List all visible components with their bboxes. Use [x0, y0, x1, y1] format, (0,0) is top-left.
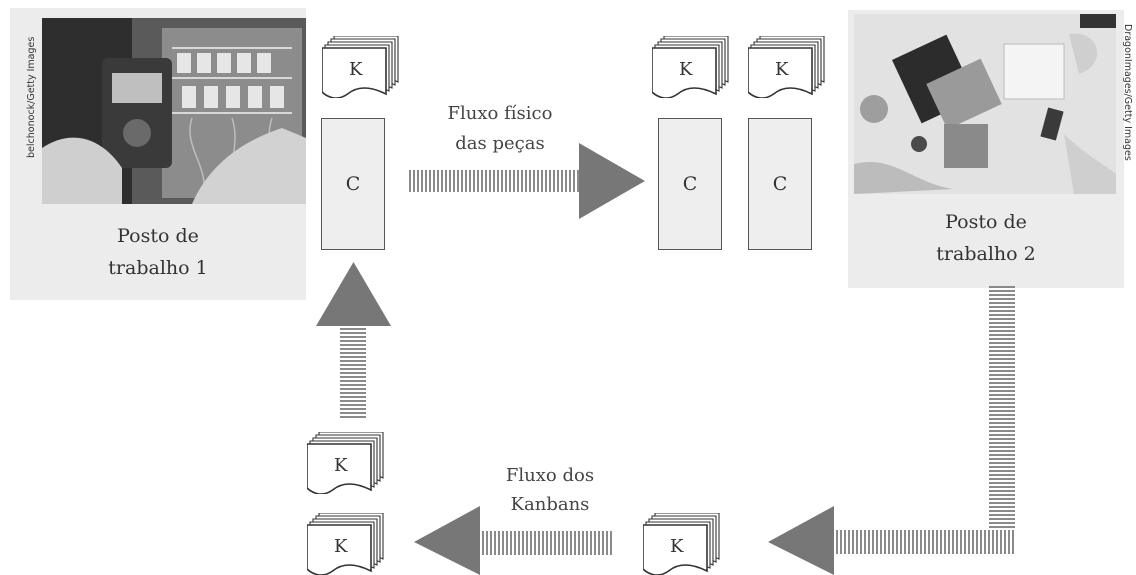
photo-credit-2: DragonImages/Getty Images	[1122, 24, 1133, 161]
kanban-letter: K	[775, 59, 788, 80]
parts-flow-arrow-shaft	[409, 170, 581, 192]
kanban-card-stack: K	[748, 36, 828, 98]
photo-credit-1: belchonock/Getty Images	[26, 37, 37, 158]
parts-flow-label-line1: Fluxo físico	[420, 100, 580, 128]
kanban-flow-arrowhead-right	[768, 506, 834, 575]
workstation-1-label-line2: trabalho 1	[10, 253, 306, 283]
kanban-card-stack: K	[322, 36, 402, 98]
workstation-1-label-line1: Posto de	[10, 221, 306, 251]
kanban-flow-arrowhead-up	[316, 262, 391, 326]
workstation-1-photo	[42, 18, 306, 204]
kanban-letter: K	[679, 59, 692, 80]
kanban-letter: K	[334, 455, 347, 476]
workstation-2-photo	[854, 14, 1116, 194]
kanban-card-stack: K	[307, 513, 387, 575]
kanban-flow-label-line1: Fluxo dos	[480, 462, 620, 490]
kanban-card-stack: K	[307, 432, 387, 494]
kanban-flow-arrowhead-left	[414, 506, 480, 575]
workstation-1-panel: belchonock/Getty Images Posto de trabalh…	[10, 8, 306, 300]
container-letter: C	[749, 173, 811, 195]
parts-flow-arrowhead	[579, 143, 645, 219]
kanban-card-stack: K	[643, 513, 723, 575]
workstation-2-label-line1: Posto de	[848, 207, 1124, 237]
workstation-2-label-line2: trabalho 2	[848, 239, 1124, 269]
kanban-card-stack: K	[652, 36, 732, 98]
container-letter: C	[322, 173, 384, 195]
kanban-letter: K	[349, 59, 362, 80]
kanban-flow-up-shaft	[340, 324, 366, 420]
kanban-flow-label-line2: Kanbans	[480, 491, 620, 519]
container-station-1: C	[321, 118, 385, 250]
container-letter: C	[659, 173, 721, 195]
container-station-2-b: C	[748, 118, 812, 250]
parts-flow-label-line2: das peças	[420, 130, 580, 158]
kanban-letter: K	[670, 536, 683, 557]
kanban-letter: K	[334, 536, 347, 557]
workstation-2-panel: DragonImages/Getty Images Posto de traba…	[848, 10, 1124, 288]
kanban-flow-bottom-right-shaft	[832, 530, 1015, 554]
kanban-flow-bottom-left-shaft	[478, 531, 614, 555]
kanban-flow-down-shaft	[989, 286, 1015, 554]
container-station-2-a: C	[658, 118, 722, 250]
